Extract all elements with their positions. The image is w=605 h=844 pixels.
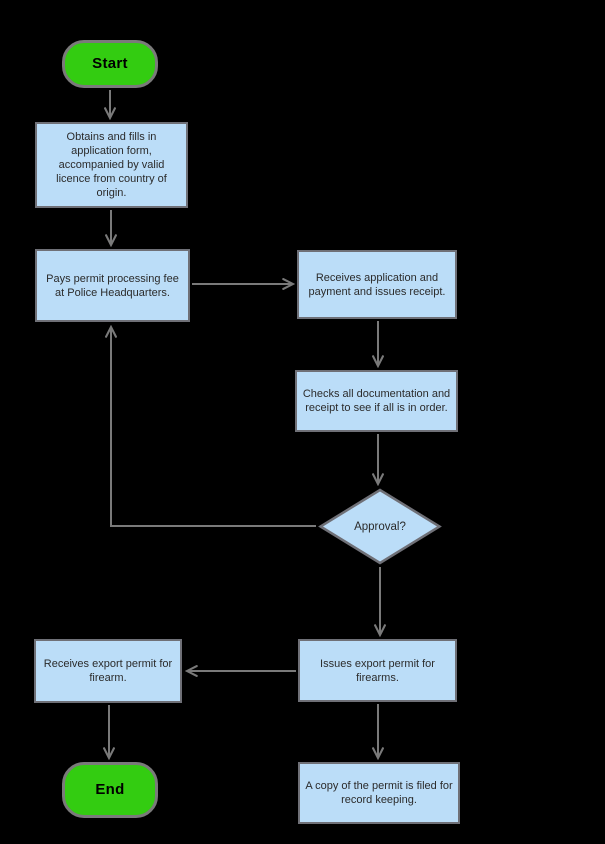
approval-label: Approval? bbox=[354, 520, 406, 533]
process-node-pay-fee: Pays permit processing fee at Police Hea… bbox=[35, 249, 190, 322]
process-node-obtain-form: Obtains and fills in application form, a… bbox=[35, 122, 188, 208]
process-node-receive-payment: Receives application and payment and iss… bbox=[297, 250, 457, 319]
process-node-check-docs: Checks all documentation and receipt to … bbox=[295, 370, 458, 432]
start-label: Start bbox=[92, 55, 128, 72]
edge-approval-to-pay_fee bbox=[111, 327, 316, 527]
end-label: End bbox=[95, 781, 125, 798]
process-node-issue-permit: Issues export permit for firearms. bbox=[298, 639, 457, 702]
decision-node-approval: Approval? bbox=[318, 488, 442, 565]
issue-permit-label: Issues export permit for firearms. bbox=[320, 657, 435, 684]
file-copy-label: A copy of the permit is filed for record… bbox=[305, 780, 453, 806]
check-docs-label: Checks all documentation and receipt to … bbox=[302, 388, 451, 414]
decision-diamond-shape bbox=[318, 488, 442, 565]
start-terminator-node: Start bbox=[62, 40, 158, 88]
process-node-receive-permit: Receives export permit for firearm. bbox=[34, 639, 182, 703]
end-terminator-node: End bbox=[62, 762, 158, 818]
process-node-file-copy: A copy of the permit is filed for record… bbox=[298, 762, 460, 824]
receive-payment-label: Receives application and payment and iss… bbox=[308, 271, 446, 298]
receive-permit-label: Receives export permit for firearm. bbox=[43, 658, 173, 684]
pay-fee-label: Pays permit processing fee at Police Hea… bbox=[46, 272, 179, 299]
obtain-form-label: Obtains and fills in application form, a… bbox=[56, 131, 167, 199]
